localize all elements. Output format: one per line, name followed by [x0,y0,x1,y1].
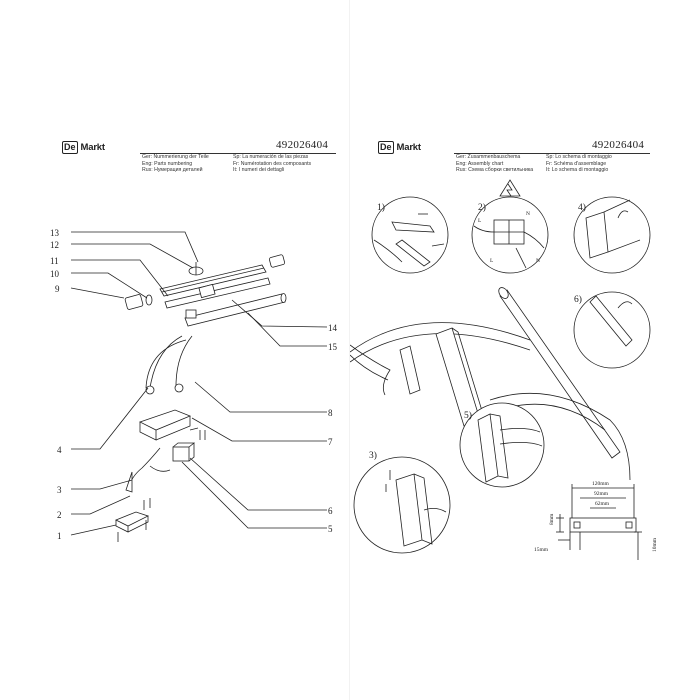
label-ger: Ger: Zusammenbauschema [456,154,521,160]
part-number-7: 7 [328,437,333,447]
label-ger: Ger: Nummerierung der Teile [142,154,209,160]
logo-text: Markt [80,142,106,153]
label-rus: Rus: Схема сборки светильника [456,167,534,174]
labels-col-2: Sp: Lo schema di montaggio Fr: Schéma d'… [546,154,612,174]
part-number-8: 8 [328,408,333,418]
assembly-diagram: 1) 2) 3) 4) 5) 6) L N L N 120mm 92mm 62m… [350,179,658,560]
labels-col-1: Ger: Nummerierung der Teile Eng: Parts n… [142,154,209,174]
part-number-2: 2 [57,510,62,520]
part-number-1: 1 [57,531,62,541]
dimension-120mm: 120mm [592,481,610,487]
assembly-chart-page: De Markt 492026404 Ger: Zusammenbauschem… [350,0,700,700]
brand-logo: De Markt [378,141,421,154]
dimension-92mm: 92mm [594,491,609,497]
part-number-14: 14 [328,323,338,333]
terminal-label-n-2: N [536,258,540,264]
logo-box: De [378,141,394,154]
step-3-label: 3) [369,450,377,461]
dimension-15mm: 15mm [534,547,549,553]
label-eng: Eng: Parts numbering [142,160,193,167]
dimension-62mm: 62mm [595,501,610,507]
label-sp: Sp: La numeración de las piezas [233,154,309,160]
part-number-4: 4 [57,445,62,455]
step-4-label: 4) [578,202,586,213]
part-number-13: 13 [50,228,60,238]
document-number: 492026404 [276,139,329,151]
document-number: 492026404 [592,139,645,151]
page-fold [349,0,350,700]
terminal-label-l-1: L [490,258,494,264]
header-rule [140,153,336,154]
part-number-11: 11 [50,256,59,266]
step-6-label: 6) [574,294,582,305]
terminal-label-n-1: N [526,211,530,217]
part-number-10: 10 [50,269,60,279]
logo-text: Markt [396,142,422,153]
brand-logo: De Markt [62,141,105,154]
labels-col-2: Sp: La numeración de las piezas Fr: Numé… [233,154,311,174]
labels-col-1: Ger: Zusammenbauschema Eng: Assembly cha… [456,154,533,174]
part-number-6: 6 [328,506,333,516]
step-2-label: 2) [478,202,486,213]
label-rus: Rus: Нумерация деталей [142,167,203,174]
part-number-12: 12 [50,240,59,250]
step-5-label: 5) [464,410,472,421]
parts-numbering-page: De Markt 492026404 Ger: Nummerierung der… [50,139,338,542]
step-1-label: 1) [377,202,385,213]
dimension-10mm: 10mm [652,537,658,552]
part-number-3: 3 [57,485,62,495]
part-number-9: 9 [55,284,60,294]
label-eng: Eng: Assembly chart [456,160,504,167]
label-sp: Sp: Lo schema di montaggio [546,154,612,160]
header-rule [454,153,650,154]
label-it: It: Lo schema di montaggio [546,167,609,174]
dimension-8mm: 8mm [549,513,555,525]
part-number-5: 5 [328,524,333,534]
logo-box: De [62,141,78,154]
terminal-label-l-2: L [478,218,482,224]
exploded-parts-diagram: 13 12 11 10 9 14 15 8 7 4 3 2 1 6 5 [50,228,338,542]
label-fr: Fr: Schéma d'assemblage [546,160,607,167]
label-it: It: I numeri dei dettagli [233,167,285,174]
part-number-15: 15 [328,342,338,352]
label-fr: Fr: Numérotation des composants [233,160,312,167]
